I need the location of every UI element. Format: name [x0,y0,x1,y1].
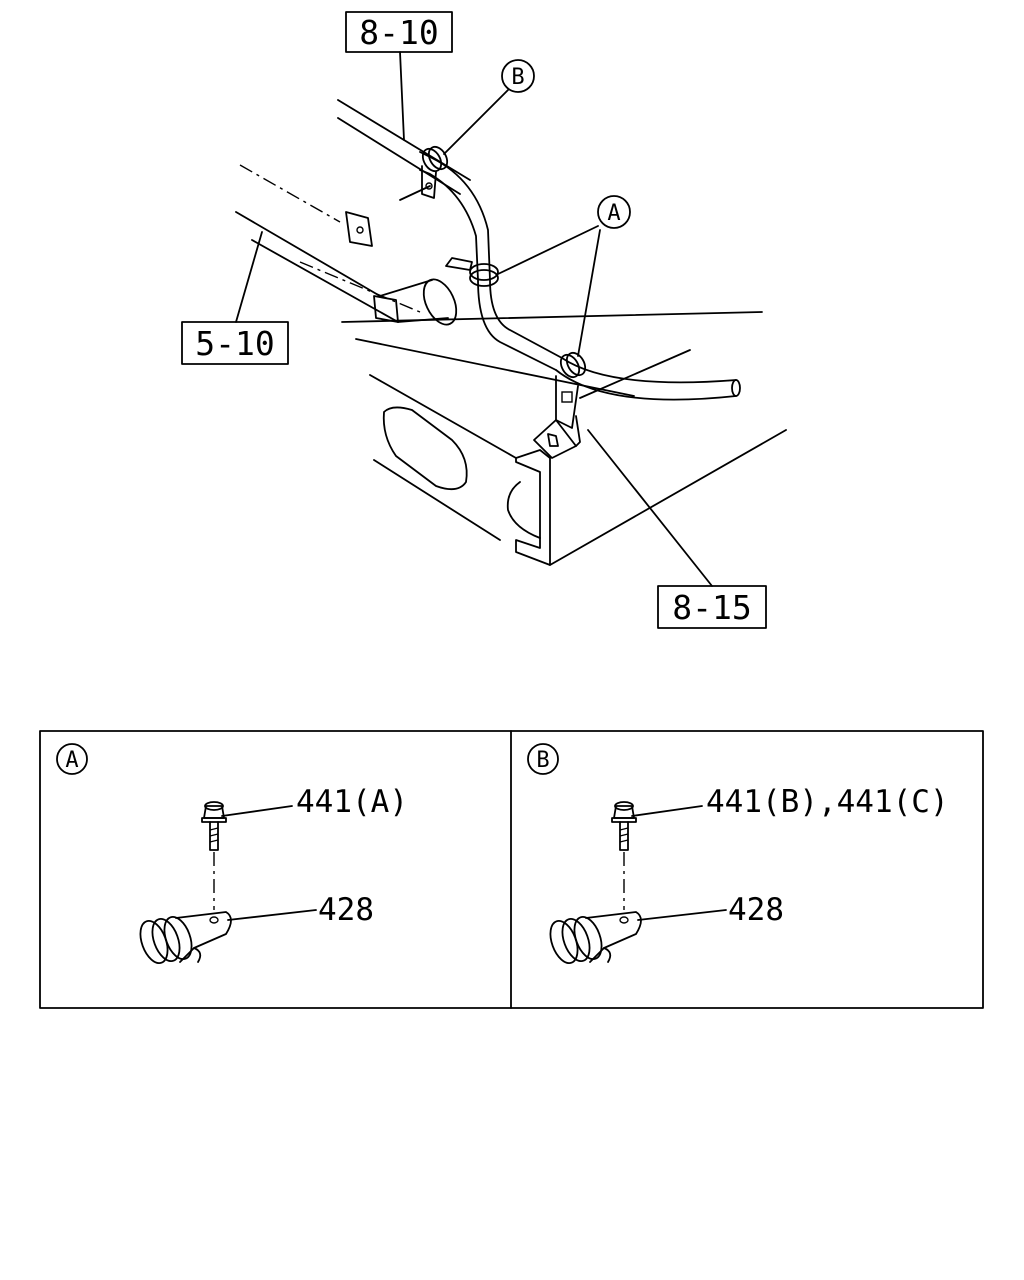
part-label-bolt-b: 441(B),441(C) [706,784,949,820]
ref-label-8-10: 8-10 [359,13,438,52]
side-rail [235,99,471,326]
pipe-clip-icon [139,911,232,964]
leader-bolt-a [221,805,293,817]
pipe-clip-icon [549,911,642,964]
pipe-clips [421,145,587,429]
part-label-bolt-a: 441(A) [296,784,408,820]
part-label-clip-b: 428 [728,892,784,928]
detail-a-marker: A [65,748,78,773]
frame-cross-member [341,311,787,566]
pipe-line [419,151,741,401]
callout-b: B [501,59,535,93]
callout-a-letter: A [607,201,620,226]
ref-box-8-10: 8-10 [345,11,453,53]
callout-a: A [597,195,631,229]
detail-a: A 441(A) 428 [56,743,408,964]
bolt-icon [201,801,227,851]
leader-clip-a [227,909,317,921]
detail-panels: A 441(A) 428 [39,730,984,1009]
callout-b-letter: B [511,65,524,90]
detail-b: B 441(B),441(C) 42 [527,743,949,964]
detail-b-marker: B [536,748,549,773]
mounting-bracket [533,415,581,459]
leader-bolt-b [631,805,703,817]
ref-box-8-15: 8-15 [657,585,767,629]
bolt-icon [611,801,637,851]
leader-clip-b [637,909,727,921]
part-label-clip-a: 428 [318,892,374,928]
clip-middle [445,257,499,287]
clip-bolt-line [399,185,431,201]
ref-label-5-10: 5-10 [195,324,274,363]
ref-label-8-15: 8-15 [672,588,751,627]
main-assembly-view: 8-10 5-10 8-15 B A [181,11,787,629]
clip-lower [555,351,587,429]
leader-lines [235,51,713,587]
ref-box-5-10: 5-10 [181,321,289,365]
